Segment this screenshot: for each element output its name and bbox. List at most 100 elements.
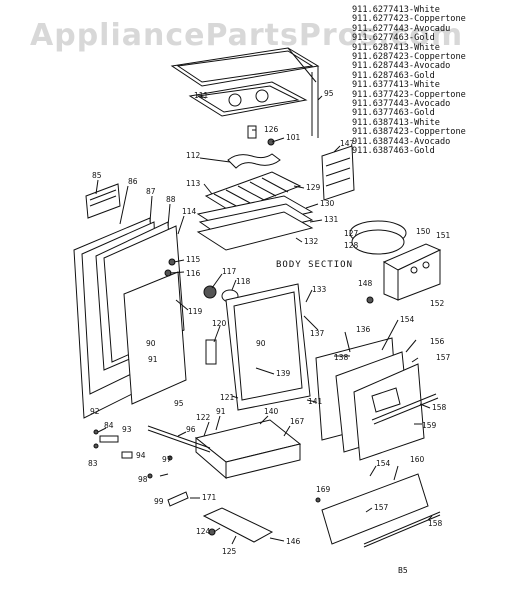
callout-122: 122 [196,413,211,422]
callout-128: 128 [344,241,359,250]
callout-125: 125 [222,547,237,556]
part-169 [315,497,321,503]
part-117 [203,285,217,299]
model-number: 911.6277443-Avocadu [352,23,451,34]
model-number: 911.6277413-White [352,5,440,15]
model-number: 911.6387423-Coppertone [352,127,466,138]
callout-119: 119 [188,307,203,316]
callout-90-door: 90 [256,339,266,348]
callout-131: 131 [324,215,339,224]
callout-139: 139 [276,369,291,378]
watermark: AppliancePartsPros.com [30,18,464,53]
callout-141: 141 [308,397,323,406]
callout-112: 112 [186,151,201,160]
model-number: 911.6277463-Gold [352,33,435,44]
callout-167: 167 [290,417,305,426]
callout-157: 157 [436,353,451,362]
callout-157-lower: 157 [374,503,389,512]
callout-114: 114 [182,207,197,216]
callout-140: 140 [264,407,279,416]
model-number: 911.6287413-White [352,42,440,53]
model-number: 911.6377413-White [352,80,440,91]
callout-146: 146 [286,537,301,546]
part-98 [147,473,153,479]
callout-labels: 85 86 87 88 114 115 116 117 118 119 90 9… [88,89,451,556]
callout-152: 152 [430,299,445,308]
callout-150: 150 [416,227,431,236]
callout-158-lower: 158 [428,519,443,528]
callout-130: 130 [320,199,335,208]
storage-drawer [147,419,302,480]
model-number: 911.6287443-Avocado [352,61,451,72]
callout-85: 85 [92,171,102,180]
callout-101: 101 [286,133,301,142]
callout-115: 115 [186,255,201,264]
callout-127: 127 [344,229,359,238]
model-number: 911.6377443-Avocado [352,99,451,110]
callout-120: 120 [212,319,227,328]
callout-154: 154 [400,315,415,324]
callout-147: 147 [340,139,355,148]
callout-95: 95 [174,399,184,408]
callout-151: 151 [436,231,451,240]
part-94 [121,451,133,459]
callout-121: 121 [220,393,235,402]
cabinet-body [73,183,187,419]
callout-118: 118 [236,277,251,286]
callout-169: 169 [316,485,331,494]
model-number: 911.6277423-Coppertone [352,14,466,25]
callout-90: 90 [146,339,156,348]
callout-156: 156 [430,337,445,346]
model-number: 911.6387413-White [352,117,440,128]
callout-91: 91 [148,355,158,364]
callout-98: 98 [138,475,148,484]
lower-panel-160 [321,473,441,548]
broil-pan [196,195,314,251]
leader-lines [95,95,433,545]
callout-92: 92 [90,407,100,416]
control-panel-150 [382,243,442,301]
model-number: 911.6287463-Gold [352,70,435,81]
oven-door-frame [205,283,311,411]
section-title: BODY SECTION [276,260,354,270]
oven-rack [204,171,302,213]
part-97 [167,455,173,461]
callout-133: 133 [312,285,327,294]
callout-86: 86 [128,177,138,186]
callout-95-top: 95 [324,89,334,98]
callout-138: 138 [334,353,349,362]
callout-116: 116 [186,269,201,278]
callout-160: 160 [410,455,425,464]
cooktop-panel [170,47,320,138]
callout-94: 94 [136,451,146,460]
kick-panel [202,507,274,543]
callout-111: 111 [194,91,209,100]
callout-158: 158 [432,403,447,412]
part-83 [93,443,99,449]
model-number: 911.6387443-Avocado [352,136,451,147]
cooktop-tray [188,81,308,117]
part-99 [167,491,189,507]
callout-83: 83 [88,459,98,468]
callout-126: 126 [264,125,279,134]
oven-door [315,337,439,461]
heating-element-112 [227,153,281,169]
part-101 [267,138,275,146]
callout-148: 148 [358,279,373,288]
callout-132: 132 [304,237,319,246]
callout-87: 87 [146,187,156,196]
page-code: B5 [398,566,408,575]
model-number: 911.6377463-Gold [352,108,435,119]
callout-97: 97 [162,455,172,464]
callout-84: 84 [104,421,114,430]
part-84 [93,429,99,435]
model-number: 911.6287423-Coppertone [352,52,466,63]
callout-91-lower: 91 [216,407,226,416]
roasting-pan [349,220,407,255]
model-number: 911.6377423-Coppertone [352,89,466,100]
callout-154-lower: 154 [376,459,391,468]
callout-93: 93 [122,425,132,434]
callout-159: 159 [422,421,437,430]
